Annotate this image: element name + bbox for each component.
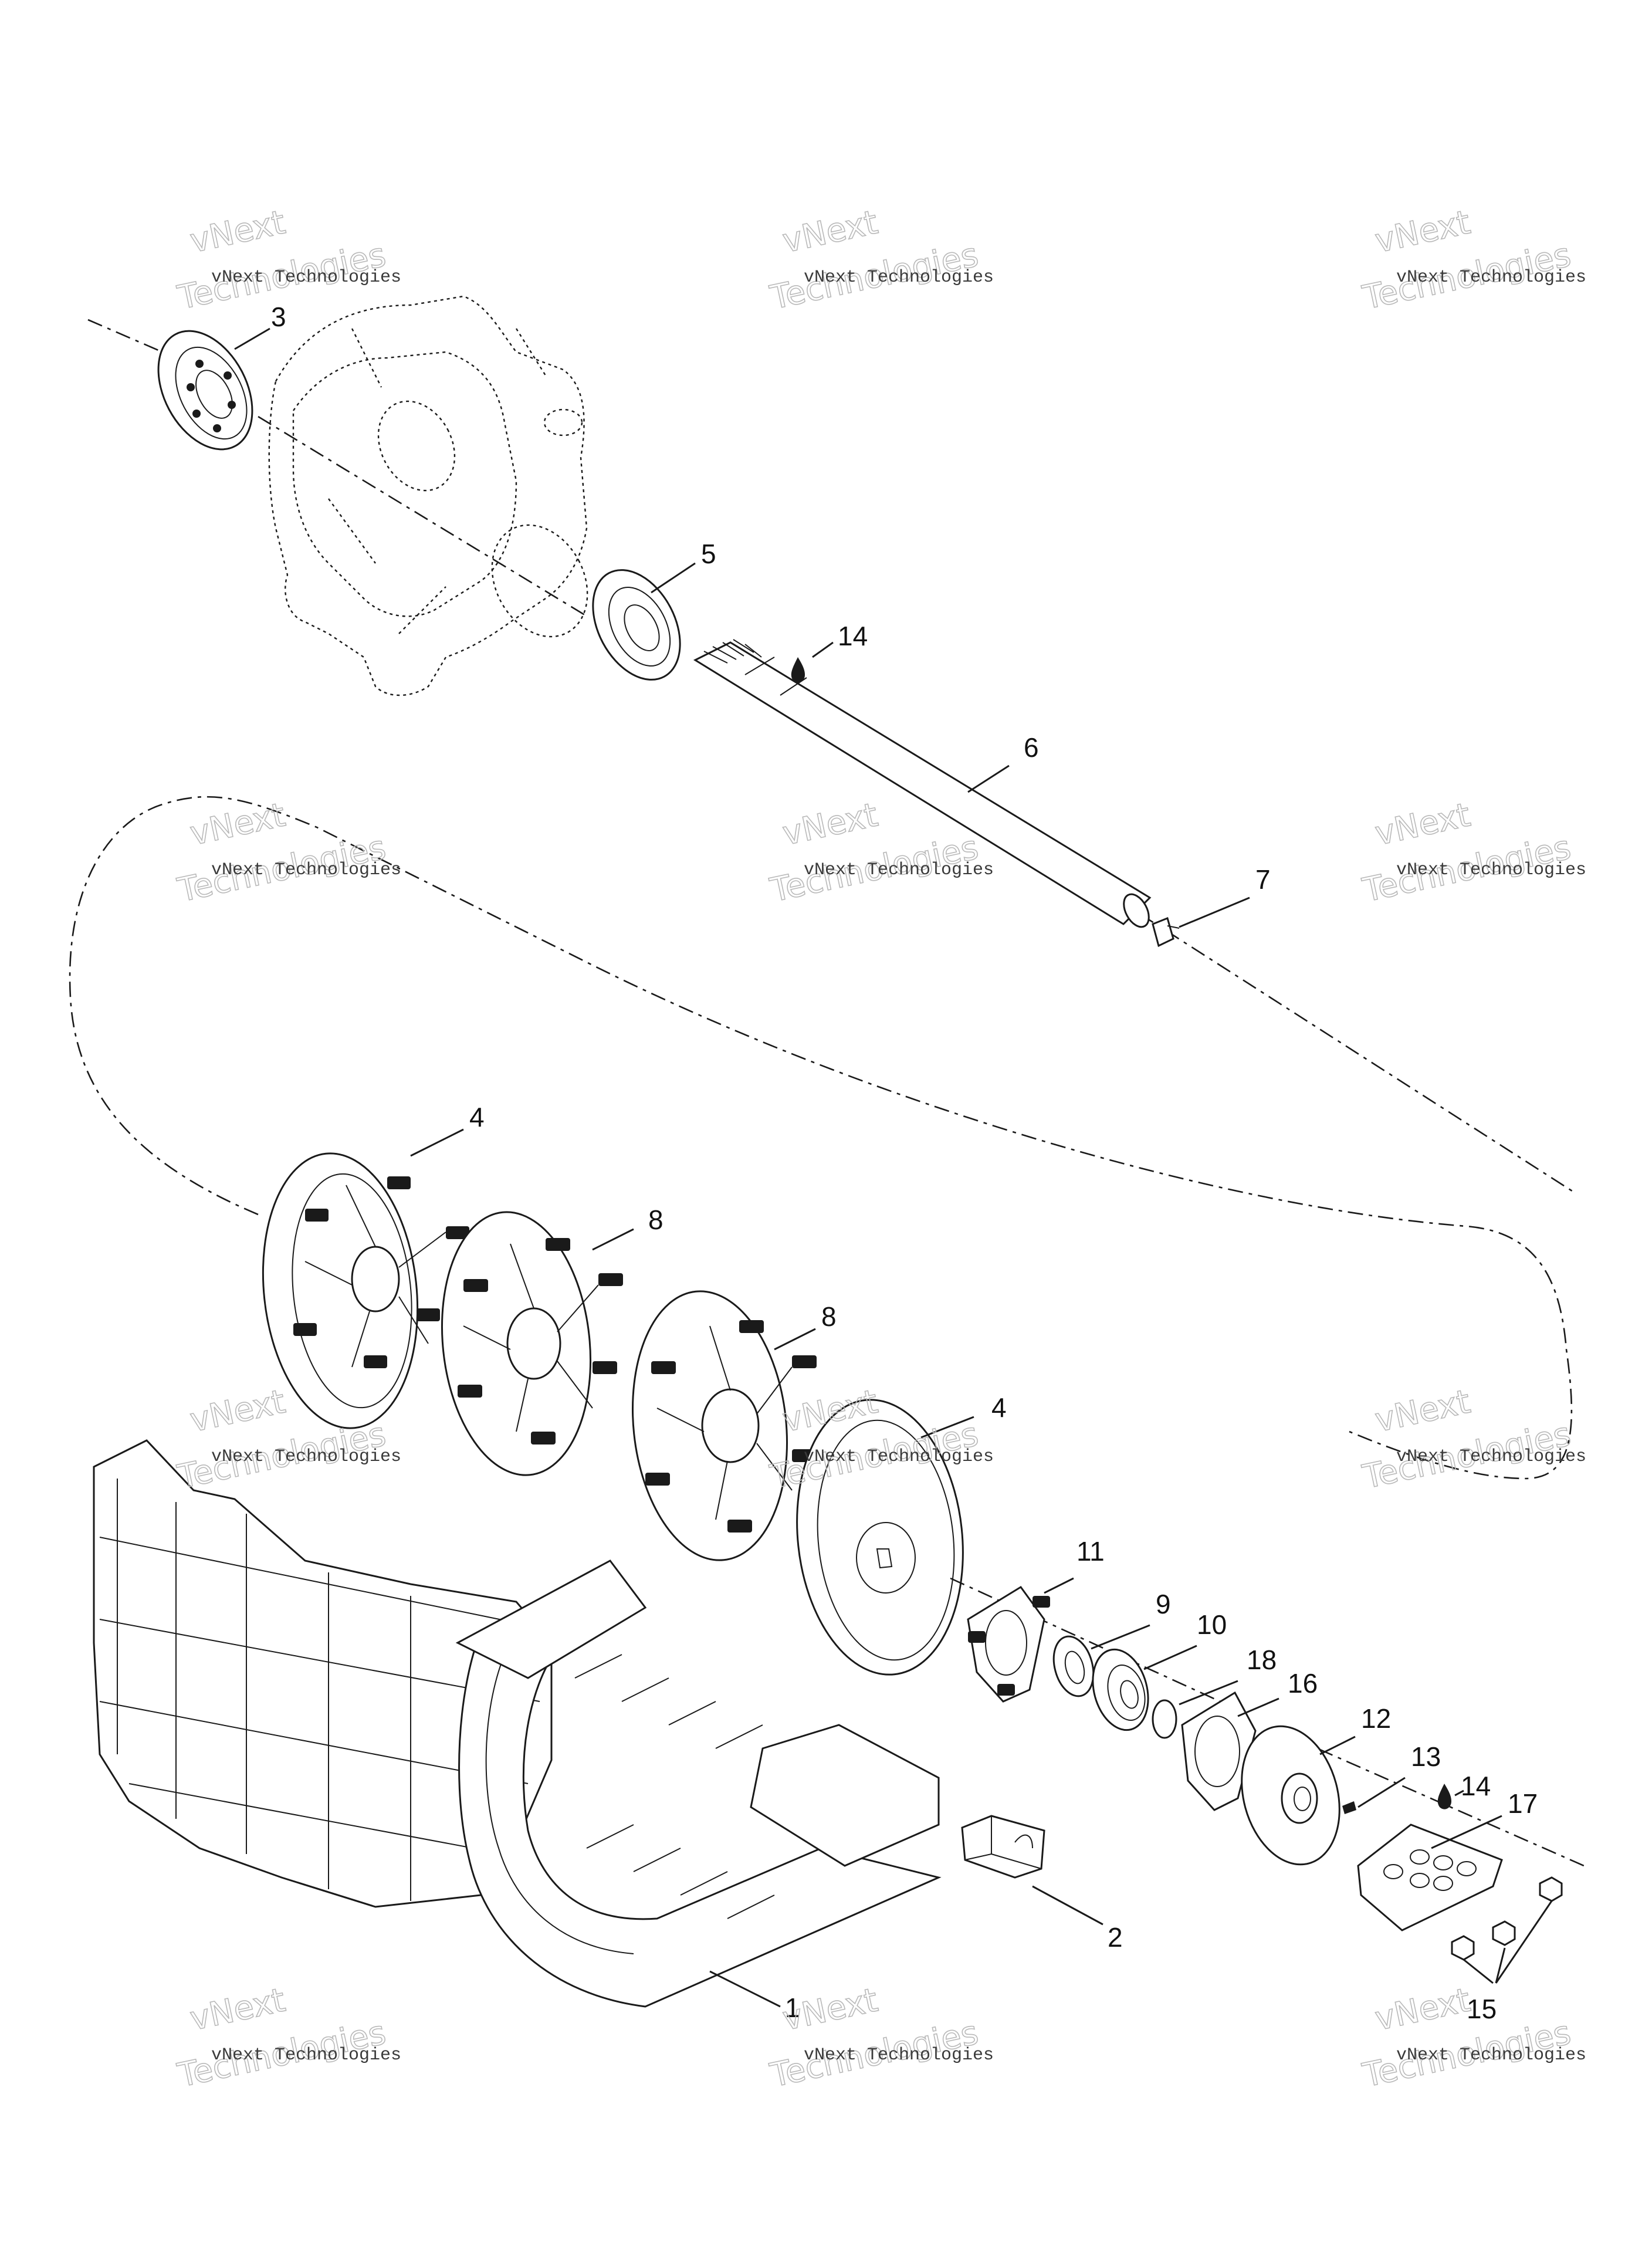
part-label-13: 13 bbox=[1411, 1741, 1441, 1772]
part-label-16: 16 bbox=[1288, 1668, 1318, 1699]
watermark-vnext: vNext bbox=[779, 796, 881, 853]
seal-part-5 bbox=[592, 569, 681, 681]
grease-fitting-part-13 bbox=[1342, 1801, 1356, 1814]
chaincase-housing bbox=[268, 295, 588, 696]
washer-part-9 bbox=[1052, 1635, 1095, 1697]
watermark-vnext: vNext bbox=[1372, 1382, 1474, 1440]
track-path-outline bbox=[69, 796, 1573, 1480]
nut-part-15 bbox=[1492, 1920, 1516, 1946]
part-label-7: 7 bbox=[1255, 864, 1271, 895]
watermark-text: vNext Technologies bbox=[211, 2045, 401, 2065]
part-label-18: 18 bbox=[1247, 1645, 1277, 1675]
watermark-text: vNext Technologies bbox=[804, 2045, 994, 2065]
upper-centerline bbox=[87, 319, 1573, 1192]
part-label-1: 1 bbox=[785, 1992, 800, 2023]
part-label-4-lower: 4 bbox=[991, 1392, 1007, 1423]
watermark-vnext: vNext bbox=[1372, 796, 1474, 853]
watermark-vnext: vNext bbox=[187, 1382, 289, 1440]
plug-part-7 bbox=[1152, 916, 1180, 948]
part-label-6: 6 bbox=[1024, 732, 1039, 763]
watermark-text: vNext Technologies bbox=[211, 268, 401, 287]
watermark-vnext: vNext bbox=[187, 1981, 289, 2038]
sprocket-wheel-part-4-right bbox=[796, 1399, 964, 1676]
track-part-1 bbox=[93, 1439, 942, 2008]
watermark-text: vNext Technologies bbox=[1396, 860, 1586, 880]
watermark-vnext: vNext bbox=[1372, 203, 1474, 261]
watermark-text: vNext Technologies bbox=[804, 860, 994, 880]
drive-shaft-part-6 bbox=[693, 639, 1152, 928]
bearing-part-3 bbox=[157, 330, 253, 451]
part-label-12: 12 bbox=[1361, 1703, 1391, 1734]
watermark-vnext: vNext bbox=[779, 1981, 881, 2038]
part-label-11: 11 bbox=[1076, 1536, 1105, 1567]
part-label-8-upper: 8 bbox=[648, 1205, 663, 1235]
part-label-14-lower: 14 bbox=[1461, 1771, 1491, 1801]
part-label-15: 15 bbox=[1467, 1994, 1497, 2024]
part-label-9: 9 bbox=[1156, 1589, 1171, 1619]
sprocket-part-8-b bbox=[631, 1290, 817, 1561]
nut-part-15 bbox=[1539, 1876, 1563, 1902]
watermark-text: vNext Technologies bbox=[1396, 1447, 1586, 1467]
sprocket-part-8-a bbox=[441, 1211, 623, 1476]
bearing-part-10 bbox=[1092, 1648, 1149, 1731]
bearing-housing-part-11 bbox=[967, 1585, 1050, 1703]
part-label-5: 5 bbox=[701, 539, 716, 569]
circlip-part-18 bbox=[1152, 1699, 1177, 1739]
mounting-plate-part-17 bbox=[1357, 1824, 1503, 1931]
lower-centerline bbox=[950, 1577, 1585, 1867]
slider-part-2 bbox=[961, 1815, 1045, 1879]
flange-part-12 bbox=[1241, 1725, 1340, 1866]
nut-part-15 bbox=[1451, 1935, 1475, 1961]
leader-lines bbox=[234, 327, 1553, 2008]
watermark-text: vNext Technologies bbox=[804, 1447, 994, 1467]
oil-drop-icon bbox=[791, 657, 805, 683]
sprocket-wheel-part-4-left bbox=[262, 1152, 469, 1429]
part-label-3b: 3 bbox=[271, 302, 286, 332]
watermark-text: vNext Technologies bbox=[1396, 268, 1586, 287]
part-label-14-upper: 14 bbox=[838, 621, 868, 651]
part-label-2: 2 bbox=[1108, 1922, 1123, 1953]
watermark-vnext: vNext bbox=[1372, 1981, 1474, 2038]
watermark-text: vNext Technologies bbox=[211, 860, 401, 880]
watermark-vnext: vNext bbox=[187, 796, 289, 853]
bearing-cover-part-16 bbox=[1181, 1691, 1257, 1811]
oil-drop-icon bbox=[1437, 1784, 1451, 1809]
watermark-vnext: vNext bbox=[187, 203, 289, 261]
part-label-10: 10 bbox=[1197, 1609, 1227, 1640]
part-label-4-upper: 4 bbox=[469, 1102, 485, 1132]
part-label-17: 17 bbox=[1508, 1788, 1538, 1819]
watermark-vnext: vNext bbox=[779, 203, 881, 261]
part-label-8-lower: 8 bbox=[821, 1301, 837, 1332]
watermark-text: vNext Technologies bbox=[211, 1447, 401, 1467]
watermark-text: vNext Technologies bbox=[804, 268, 994, 287]
watermark-text: vNext Technologies bbox=[1396, 2045, 1586, 2065]
